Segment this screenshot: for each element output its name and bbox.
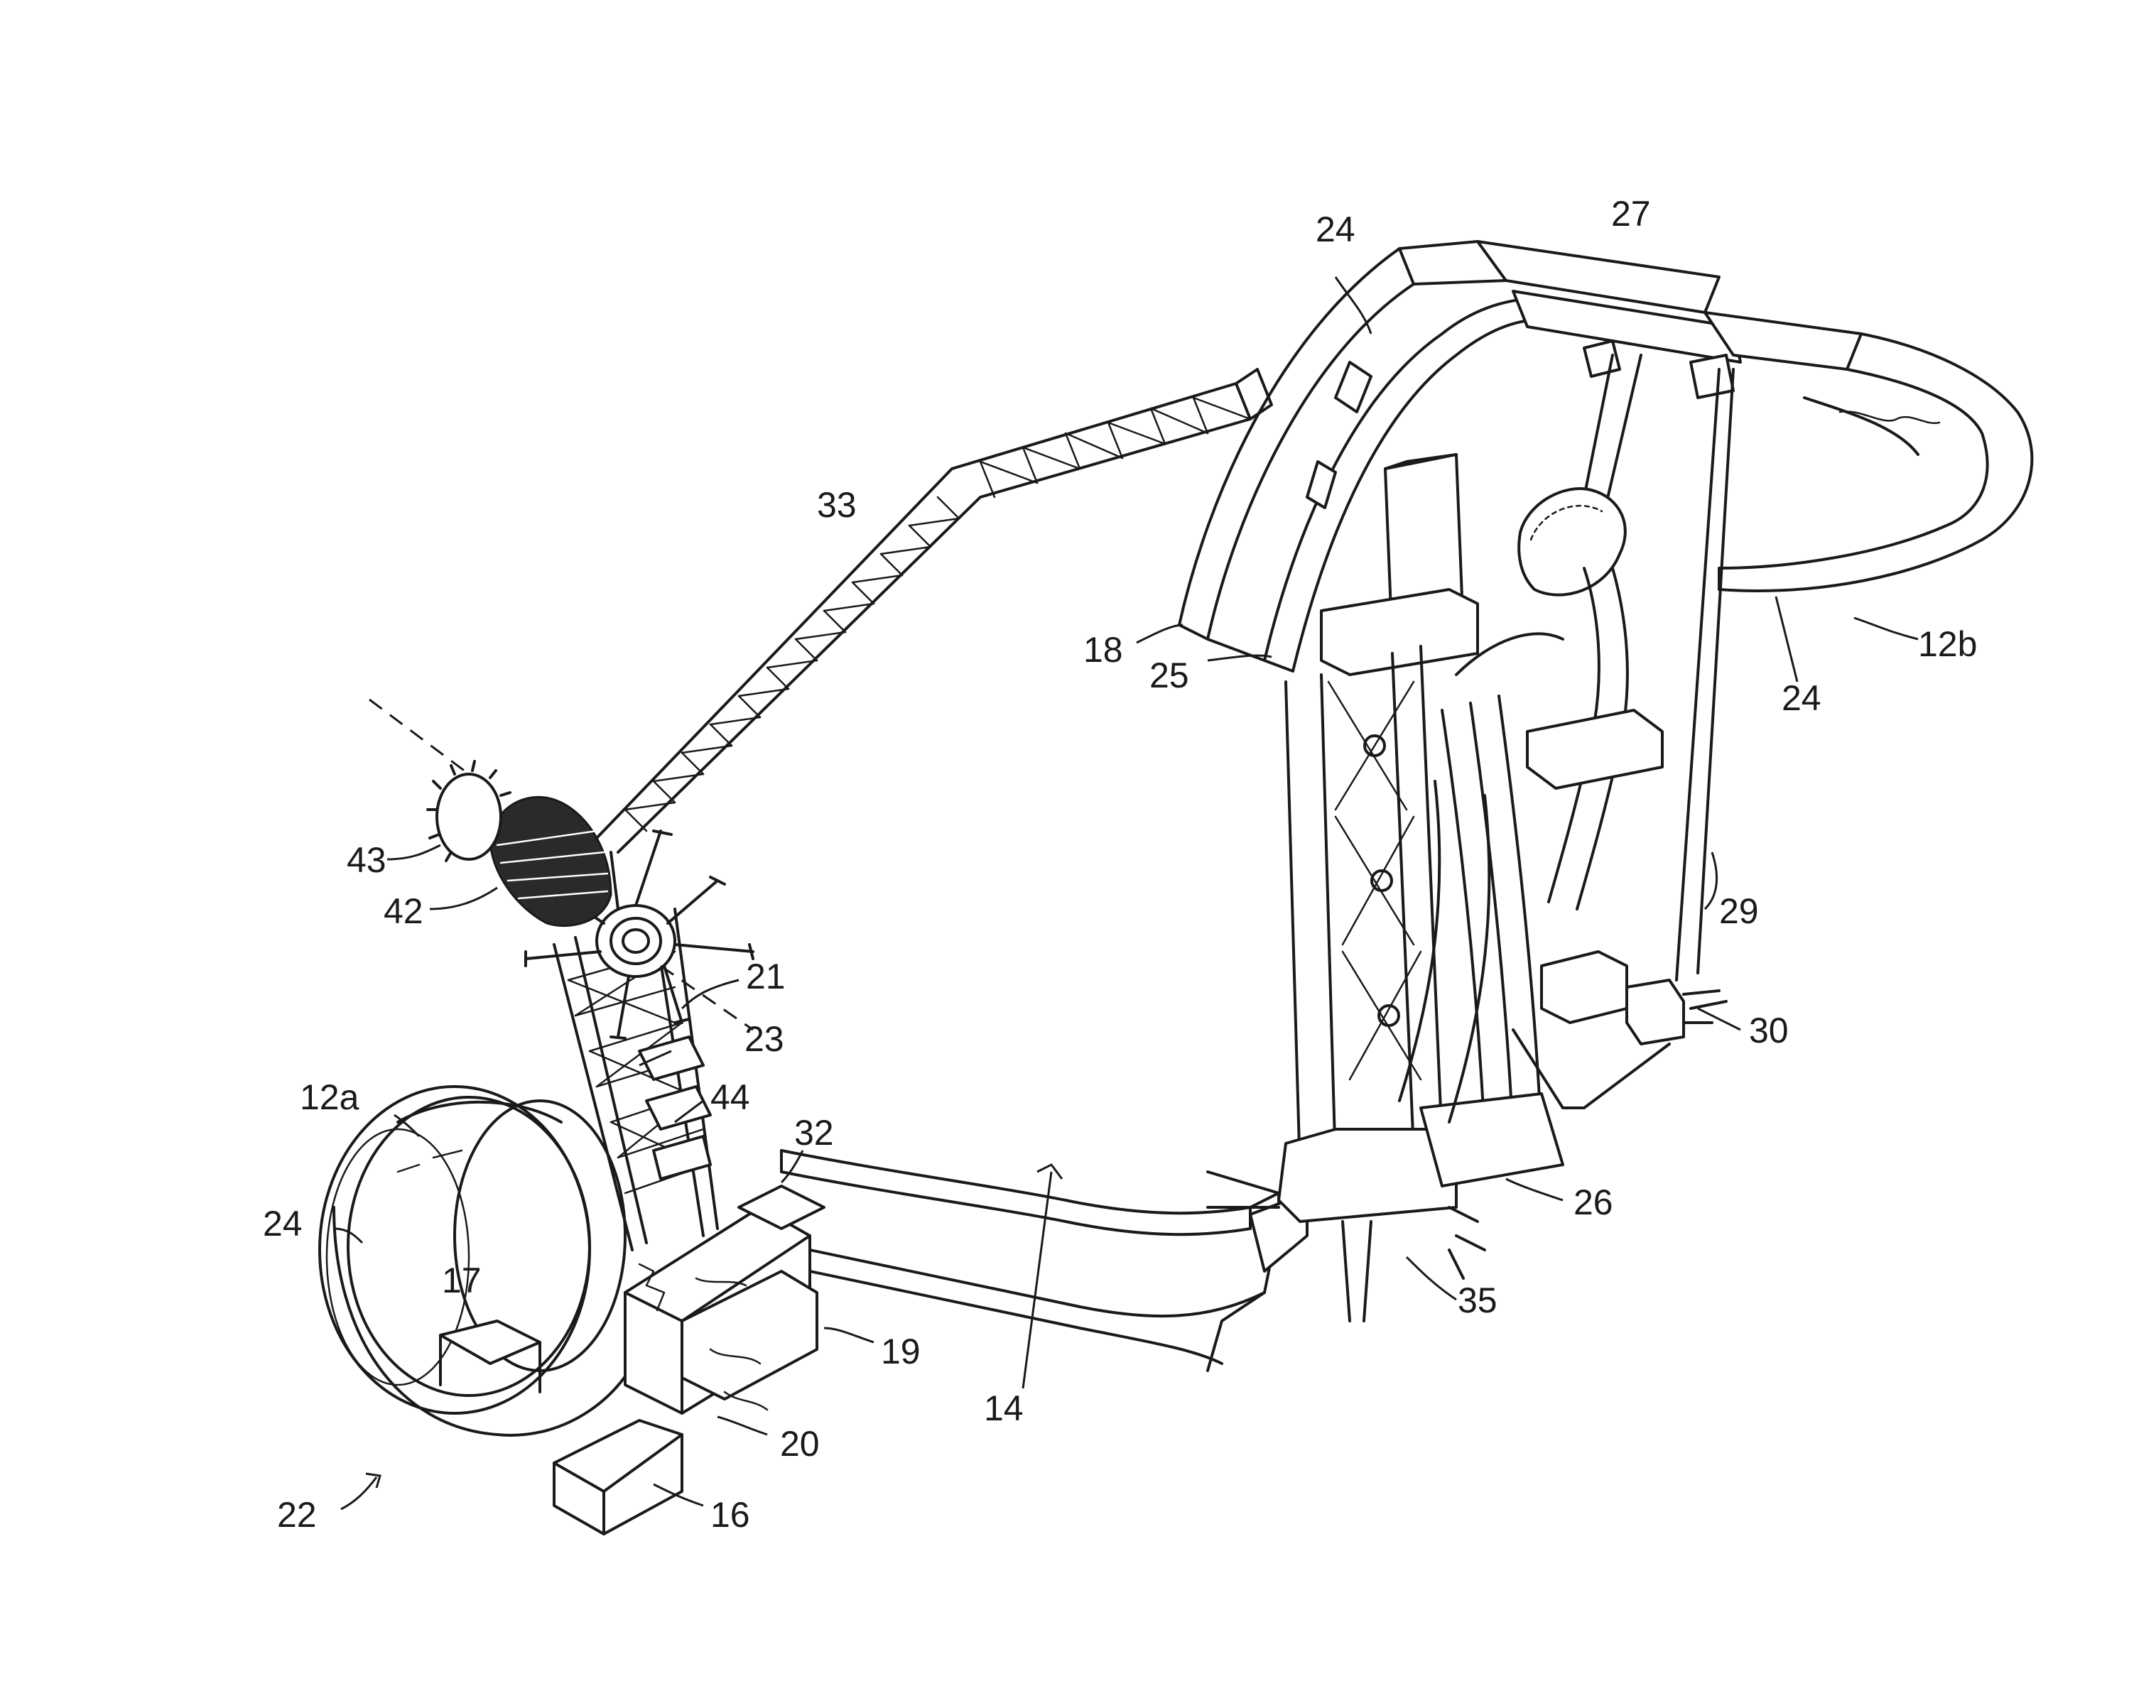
- ref-label-20: 20: [780, 1424, 820, 1464]
- ref-label-24-left: 24: [263, 1204, 303, 1244]
- cannon-42: [369, 700, 753, 1030]
- ref-label-24-top: 24: [1316, 210, 1355, 249]
- ref-label-14: 14: [984, 1388, 1024, 1428]
- ref-label-25: 25: [1149, 656, 1189, 695]
- ref-label-43: 43: [347, 840, 386, 880]
- ref-label-21: 21: [746, 957, 786, 996]
- base-structure-16: [554, 1186, 824, 1534]
- ref-label-27: 27: [1611, 194, 1651, 234]
- ref-label-18: 18: [1083, 630, 1123, 670]
- ref-label-26: 26: [1573, 1182, 1613, 1222]
- truss-33: [597, 369, 1272, 852]
- ref-label-16: 16: [710, 1495, 750, 1535]
- ref-label-24-right: 24: [1782, 678, 1821, 718]
- chute-26: [1399, 781, 1489, 1122]
- ref-label-33: 33: [817, 485, 857, 525]
- ref-label-29: 29: [1719, 891, 1759, 931]
- ref-label-30: 30: [1749, 1011, 1789, 1050]
- ref-label-44: 44: [710, 1077, 750, 1117]
- ref-label-22: 22: [277, 1495, 317, 1535]
- ref-label-17: 17: [442, 1261, 482, 1300]
- ref-label-42: 42: [384, 891, 423, 931]
- ref-label-35: 35: [1458, 1280, 1497, 1320]
- ref-label-19: 19: [881, 1332, 921, 1371]
- ref-label-32: 32: [794, 1113, 834, 1153]
- ref-label-23: 23: [744, 1019, 784, 1059]
- ref-label-12a: 12a: [300, 1077, 359, 1117]
- ref-label-12b: 12b: [1918, 624, 1977, 664]
